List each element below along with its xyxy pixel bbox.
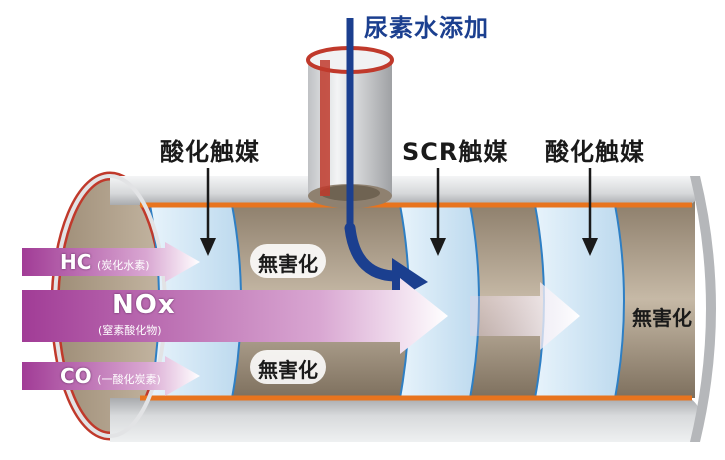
oxidation-catalyst-right-label: 酸化触媒 [545, 138, 645, 166]
gas-label-nox: NOx [112, 290, 176, 320]
pipe-right-end [690, 176, 716, 442]
urea-flow-arrow [344, 222, 406, 282]
scr-catalyst-label: SCR触媒 [402, 138, 509, 166]
gas-arrow-co [22, 356, 200, 396]
gas-label-hc: HC (炭化水素) [60, 250, 150, 274]
harmless-top-label: 無害化 [258, 252, 318, 276]
gas-label-co: CO (一酸化炭素) [60, 364, 161, 388]
gas-arrow-hc [22, 242, 200, 282]
gas-arrow-nox [22, 278, 448, 354]
hc-formula: HC [60, 250, 92, 274]
co-name: (一酸化炭素) [97, 373, 161, 386]
harmless-top-badge [250, 244, 326, 278]
harmless-right-label: 無害化 [632, 306, 692, 330]
co-formula: CO [60, 364, 92, 388]
pipe-bottom-wall [110, 398, 701, 442]
oxidation-catalyst-left-label: 酸化触媒 [160, 138, 260, 166]
nox-name: (窒素酸化物) [98, 324, 162, 337]
nox-formula: NOx [112, 290, 176, 320]
urea-addition-label: 尿素水添加 [364, 14, 489, 42]
pipe-top-wall [110, 176, 701, 205]
clean-gas-arrow [470, 282, 580, 350]
harmless-bottom-badge [250, 350, 326, 384]
hc-name: (炭化水素) [97, 259, 150, 272]
harmless-bottom-label: 無害化 [258, 358, 318, 382]
